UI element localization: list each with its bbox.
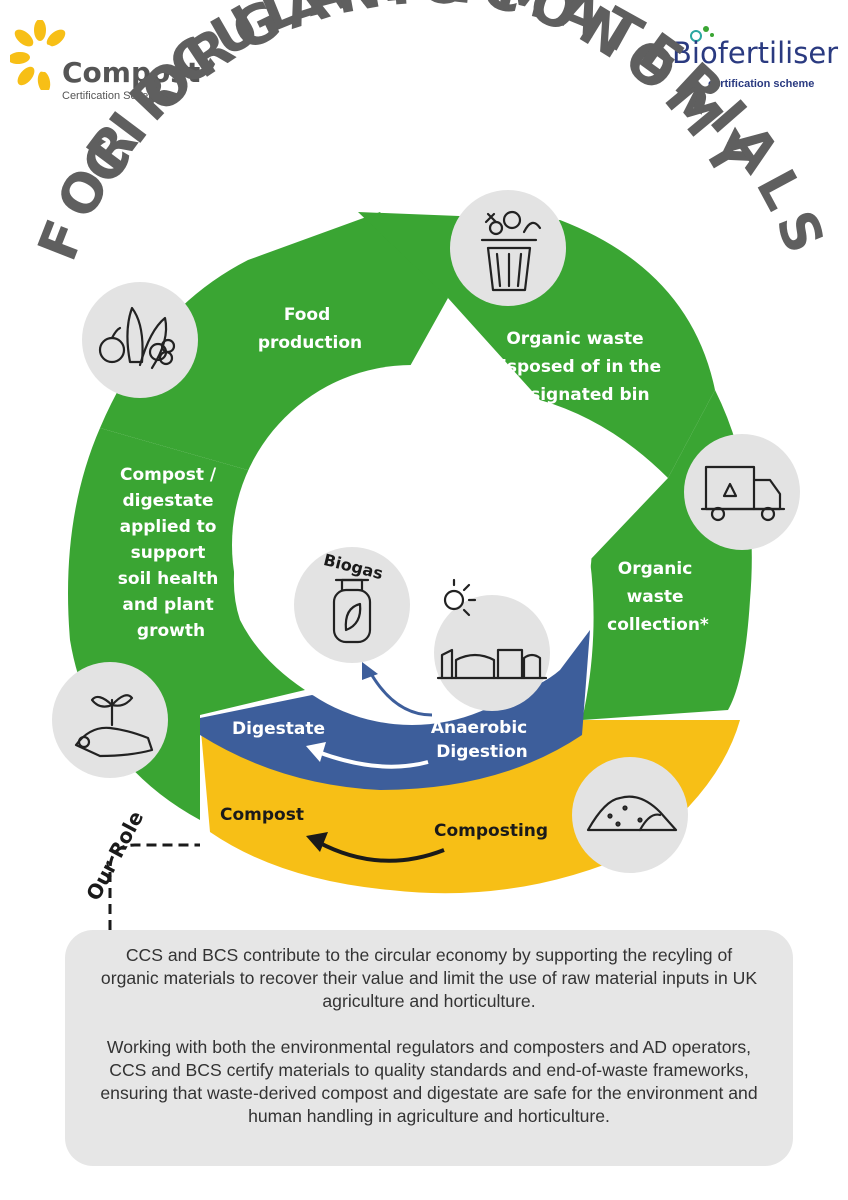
arrow-digestate-head [306,742,326,762]
compost-pile-icon [586,795,678,832]
note-paragraph-2: Working with both the environmental regu… [100,1037,758,1126]
biogas-cylinder-icon [332,578,372,644]
seedling-hand-icon [74,694,154,758]
dots-icon [690,26,714,42]
stage-organic-waste-bin: Organic waste disposed of in the designa… [489,329,667,405]
arrow-composting [317,840,445,863]
our-role-label: Our Role [81,807,148,904]
circle-vegetables [82,282,198,398]
segment-organic-waste-bin [358,212,715,478]
arrow-biogas-head [362,662,378,680]
biofertiliser-logo-name: Biofertiliser [672,36,839,70]
arrow-digestate [317,750,429,769]
compost-logo-name: Compost [62,56,201,89]
compost-logo: Compost Certification Scheme [10,20,200,102]
sunflower-icon [10,20,66,90]
circle-compost-pile [572,757,688,873]
our-role-dashed-line [108,843,200,930]
stage-organic-waste-collection: Organic waste collection* [607,559,709,635]
stage-food-production: Food production [258,305,362,353]
label-compost: Compost [220,805,304,825]
stage-compost-applied: Compost / digestate applied to support s… [118,465,224,641]
circle-ad-plant [434,595,550,711]
biofertiliser-logo-subtitle: certification scheme [708,78,815,90]
waste-bin-icon [480,210,542,292]
note-paragraph-1: CCS and BCS contribute to the circular e… [100,945,758,1011]
ad-plant-icon [436,578,548,680]
arrow-composting-head [306,832,328,852]
circle-biogas [294,547,410,663]
recycling-truck-icon [700,465,786,522]
biofertiliser-logo: Biofertiliser certification scheme [672,26,842,90]
label-anaerobic-digestion: Anaerobic Digestion [431,718,533,762]
info-note: CCS and BCS contribute to the circular e… [65,930,793,1166]
circle-seedling [52,662,168,778]
label-digestate: Digestate [232,719,325,739]
vegetables-icon [98,306,176,370]
arrow-biogas [368,671,433,717]
circle-truck [684,434,800,550]
compost-logo-subtitle: Certification Scheme [62,90,164,102]
label-composting: Composting [434,821,548,841]
